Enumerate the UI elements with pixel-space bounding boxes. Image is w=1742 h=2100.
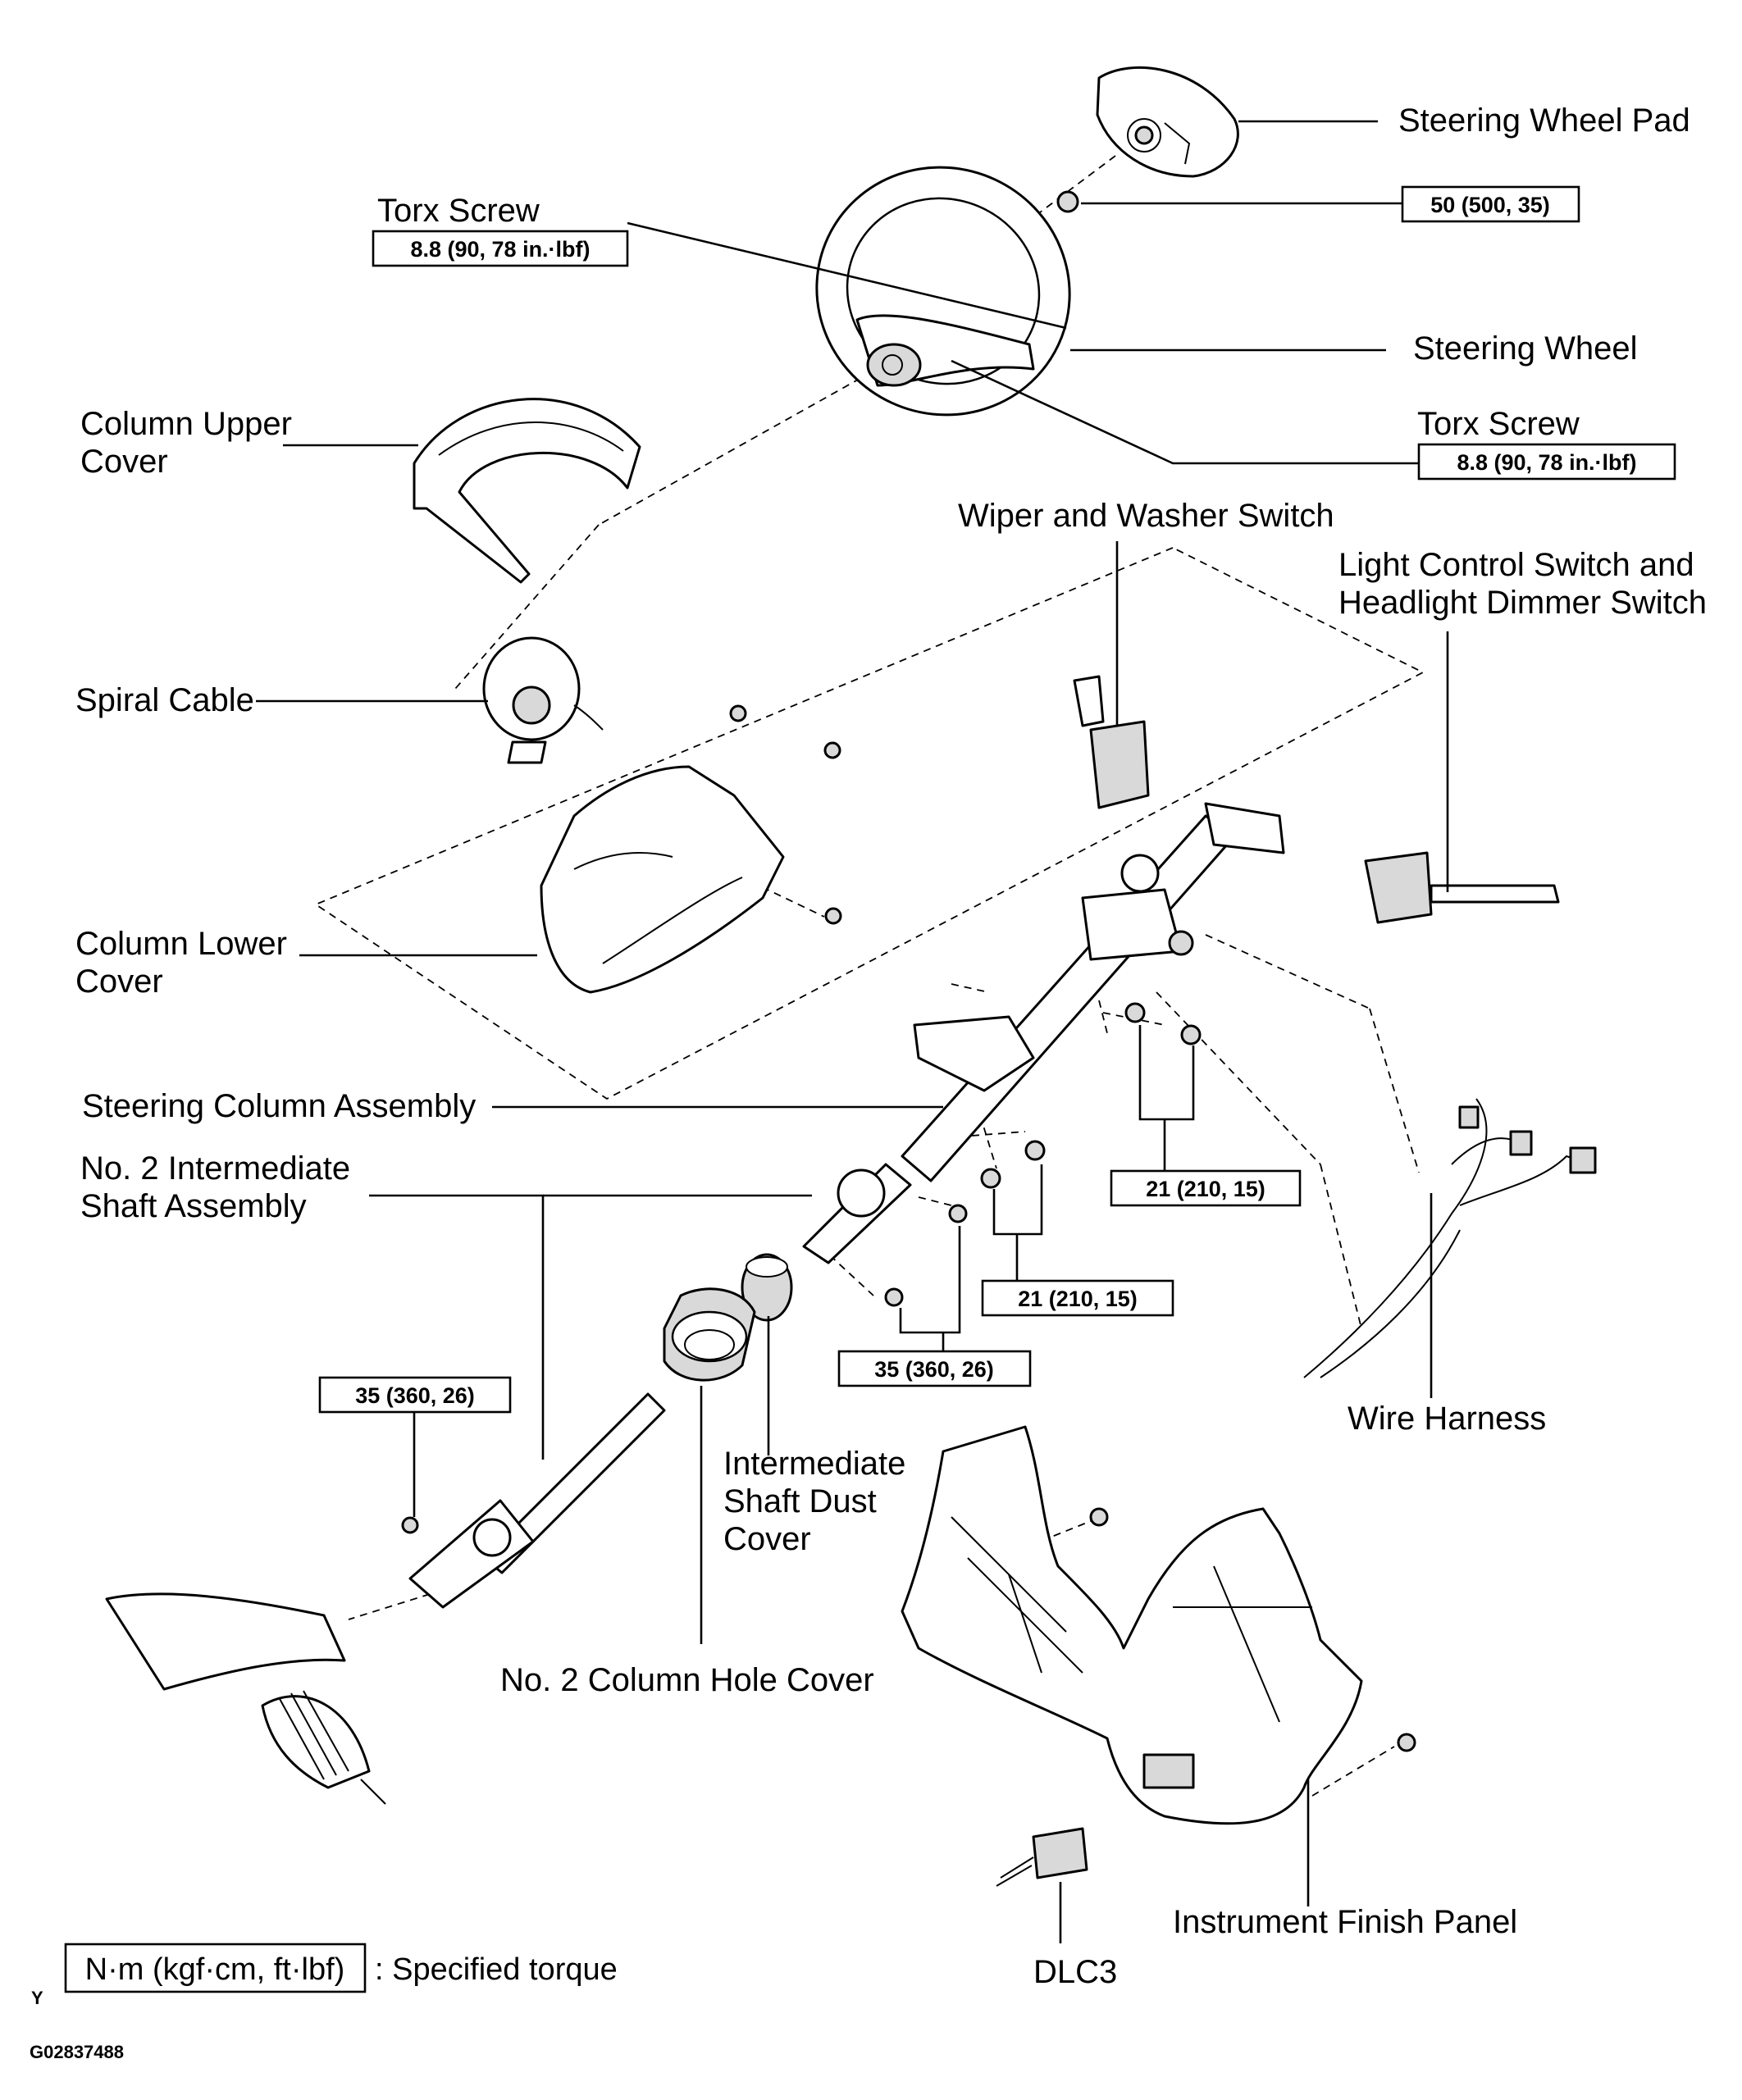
label-column-hole-cover: No. 2 Column Hole Cover [500, 1662, 874, 1698]
label-instrument-finish-panel: Instrument Finish Panel [1173, 1904, 1517, 1940]
wiper-washer-switch [1073, 675, 1150, 809]
torque-torx-right: 8.8 (90, 78 in.·lbf) [1457, 450, 1636, 475]
torque-torx-left: 8.8 (90, 78 in.·lbf) [410, 237, 590, 262]
light-control-switch [1364, 851, 1560, 924]
label-column-upper-cover-line1: Column Upper [80, 406, 292, 442]
figure-code: G02837488 [30, 2042, 124, 2062]
intermediate-shaft-dust-cover [741, 1253, 793, 1322]
torque-rack-bolt: 35 (360, 26) [355, 1383, 475, 1408]
steering-column-assembly [901, 802, 1285, 1182]
steering-rack [105, 1592, 386, 1805]
label-torx-screw-right: Torx Screw [1417, 406, 1580, 442]
leader-lines [256, 120, 1449, 1943]
steering-wheel [815, 166, 1071, 417]
label-light-control-switch-line2: Headlight Dimmer Switch [1338, 585, 1707, 621]
torque-column-nuts-lower: 21 (210, 15) [1018, 1287, 1138, 1311]
panel-screws [1089, 1507, 1416, 1752]
label-dlc3: DLC3 [1033, 1954, 1117, 1990]
label-dust-cover-line3: Cover [723, 1521, 811, 1557]
label-steering-wheel: Steering Wheel [1413, 330, 1637, 367]
column-upper-cover [413, 398, 641, 584]
label-light-control-switch-line1: Light Control Switch and [1338, 547, 1694, 583]
label-steering-column-assembly: Steering Column Assembly [82, 1088, 476, 1124]
column-lower-cover [540, 765, 785, 994]
assembly-dashed-lines [314, 155, 1425, 1797]
label-column-lower-cover-line1: Column Lower [75, 926, 287, 962]
torque-pad-nut: 50 (500, 35) [1430, 193, 1550, 217]
shaft-bolts [401, 1204, 968, 1534]
intermediate-shaft-assembly [408, 1163, 912, 1609]
label-wiper-washer-switch: Wiper and Washer Switch [958, 498, 1334, 534]
torque-column-bolts-upper: 21 (210, 15) [1146, 1177, 1265, 1201]
wire-harness [1303, 1098, 1597, 1378]
dlc3-connector [996, 1827, 1088, 1887]
part-labels: Steering Wheel Pad Torx Screw Steering W… [75, 102, 1707, 1990]
label-dust-cover-line2: Shaft Dust [723, 1483, 877, 1519]
torque-specs: 50 (500, 35) 8.8 (90, 78 in.·lbf) 8.8 (9… [318, 185, 1676, 1414]
label-steering-wheel-pad: Steering Wheel Pad [1398, 102, 1690, 139]
label-wire-harness: Wire Harness [1348, 1401, 1546, 1437]
torque-shaft-bolts: 35 (360, 26) [874, 1357, 994, 1382]
legend-mark: Y [31, 1988, 43, 2008]
column-bolts [980, 1002, 1202, 1189]
spiral-cable [482, 636, 604, 764]
torque-legend: Y N·m (kgf·cm, ft·lbf) : Specified torqu… [30, 1943, 618, 2062]
label-intermediate-shaft-line2: Shaft Assembly [80, 1188, 307, 1224]
label-dust-cover-line1: Intermediate [723, 1446, 905, 1482]
legend-meaning: : Specified torque [375, 1952, 618, 1987]
pad-nut [1056, 190, 1079, 213]
label-column-lower-cover-line2: Cover [75, 963, 163, 1000]
instrument-finish-panel [901, 1425, 1363, 1825]
label-column-upper-cover-line2: Cover [80, 444, 168, 480]
legend-unit-box: N·m (kgf·cm, ft·lbf) [85, 1952, 345, 1987]
column-hole-cover [663, 1287, 756, 1382]
lower-cover-screws [729, 704, 842, 925]
label-intermediate-shaft-line1: No. 2 Intermediate [80, 1150, 350, 1187]
label-spiral-cable: Spiral Cable [75, 682, 254, 718]
steering-wheel-pad [1096, 66, 1239, 178]
label-torx-screw-left: Torx Screw [377, 193, 540, 229]
